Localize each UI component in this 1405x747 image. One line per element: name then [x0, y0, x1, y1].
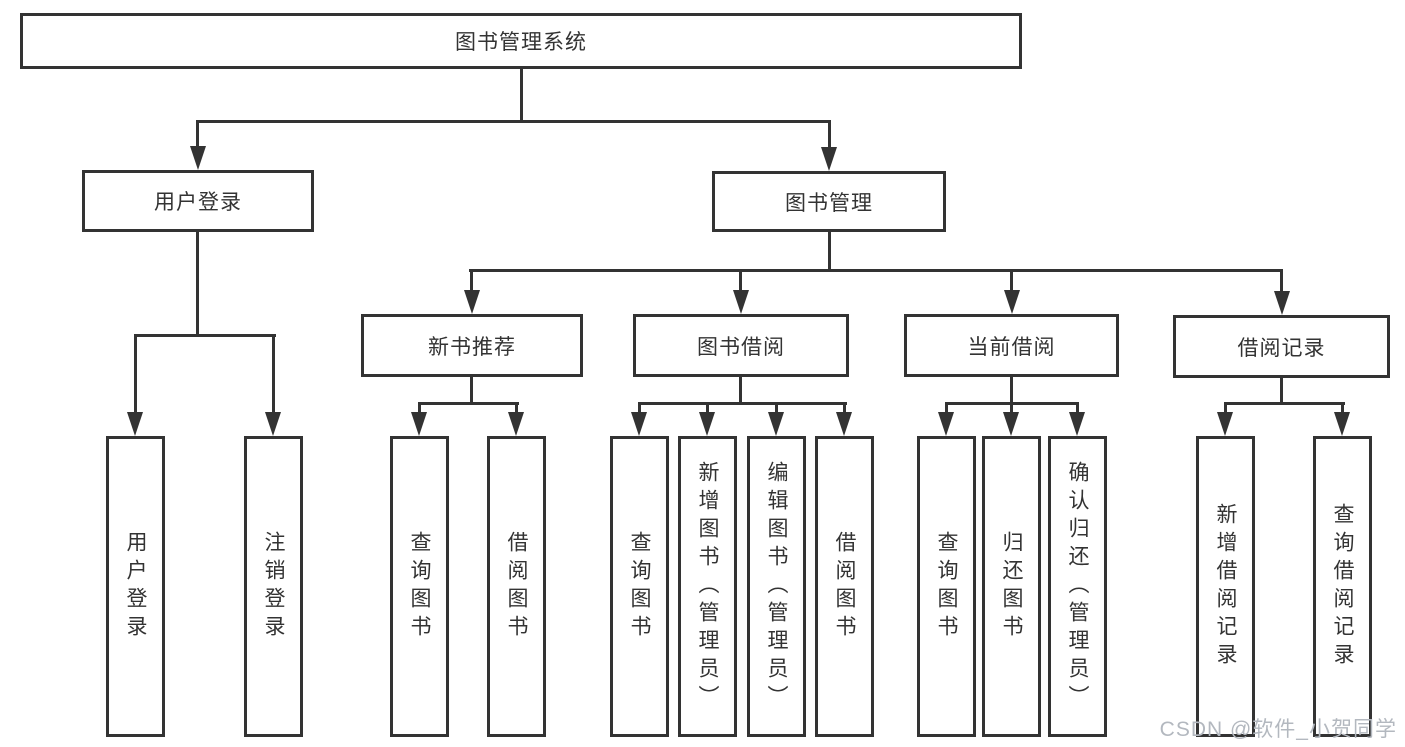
leaf-query-books-3: 查询图书: [917, 436, 976, 737]
connector-line: [272, 334, 275, 412]
connector-line: [1341, 402, 1344, 416]
leaf-label: 用户登录: [124, 530, 147, 643]
connector-line: [134, 334, 276, 337]
leaf-edit-book-admin: 编辑图书（管理员）: [747, 436, 806, 737]
arrowhead-icon: [1003, 412, 1019, 436]
arrowhead-icon: [1004, 290, 1020, 314]
arrowhead-icon: [699, 412, 715, 436]
leaf-label: 新增借阅记录: [1214, 502, 1237, 671]
connector-line: [739, 377, 742, 405]
arrowhead-icon: [127, 412, 143, 436]
arrowhead-icon: [631, 412, 647, 436]
connector-line: [1224, 402, 1227, 416]
leaf-label: 注销登录: [262, 530, 285, 643]
node-user-login: 用户登录: [82, 170, 314, 232]
connector-line: [638, 402, 641, 416]
node-book-management: 图书管理: [712, 171, 946, 232]
connector-line: [638, 402, 847, 405]
arrowhead-icon: [733, 290, 749, 314]
leaf-label: 查询图书: [408, 530, 431, 643]
connector-line: [706, 402, 709, 416]
connector-line: [469, 269, 1283, 272]
arrowhead-icon: [190, 146, 206, 170]
leaf-label: 新增图书（管理员）: [696, 460, 719, 713]
connector-line: [739, 269, 742, 292]
connector-line: [945, 402, 948, 416]
node-root: 图书管理系统: [20, 13, 1022, 69]
connector-line: [470, 269, 473, 292]
connector-line: [1224, 402, 1345, 405]
connector-line: [775, 402, 778, 416]
node-new-book-recommend: 新书推荐: [361, 314, 583, 377]
arrowhead-icon: [836, 412, 852, 436]
leaf-label: 借阅图书: [505, 530, 528, 643]
arrowhead-icon: [464, 290, 480, 314]
connector-line: [196, 232, 199, 337]
leaf-label: 查询借阅记录: [1331, 502, 1354, 671]
leaf-label: 查询图书: [628, 530, 651, 643]
connector-line: [134, 334, 137, 412]
connector-line: [828, 232, 831, 272]
connector-line: [1280, 378, 1283, 405]
connector-line: [515, 402, 518, 416]
node-current-borrowing: 当前借阅: [904, 314, 1119, 377]
connector-line: [1010, 269, 1013, 292]
leaf-user-login: 用户登录: [106, 436, 165, 737]
connector-line: [1076, 402, 1079, 416]
leaf-confirm-return-admin: 确认归还（管理员）: [1048, 436, 1107, 737]
leaf-label: 编辑图书（管理员）: [765, 460, 788, 713]
leaf-borrow-books-1: 借阅图书: [487, 436, 546, 737]
connector-line: [196, 120, 199, 148]
connector-line: [418, 402, 519, 405]
leaf-label: 查询图书: [935, 530, 958, 643]
arrowhead-icon: [821, 147, 837, 171]
node-borrowing-records: 借阅记录: [1173, 315, 1390, 378]
arrowhead-icon: [938, 412, 954, 436]
connector-line: [196, 120, 831, 123]
connector-line: [520, 69, 523, 122]
connector-line: [828, 120, 831, 148]
arrowhead-icon: [1069, 412, 1085, 436]
csdn-watermark: CSDN @软件_小贺同学: [1159, 718, 1397, 741]
arrowhead-icon: [265, 412, 281, 436]
arrowhead-icon: [508, 412, 524, 436]
connector-line: [470, 377, 473, 405]
leaf-label: 归还图书: [1000, 530, 1023, 643]
arrowhead-icon: [1334, 412, 1350, 436]
leaf-add-book-admin: 新增图书（管理员）: [678, 436, 737, 737]
leaf-add-borrow-record: 新增借阅记录: [1196, 436, 1255, 737]
leaf-label: 确认归还（管理员）: [1066, 460, 1089, 713]
leaf-return-books: 归还图书: [982, 436, 1041, 737]
arrowhead-icon: [768, 412, 784, 436]
leaf-query-borrow-record: 查询借阅记录: [1313, 436, 1372, 737]
leaf-label: 借阅图书: [833, 530, 856, 643]
leaf-query-books-2: 查询图书: [610, 436, 669, 737]
connector-line: [1010, 402, 1013, 416]
arrowhead-icon: [1274, 291, 1290, 315]
leaf-logout: 注销登录: [244, 436, 303, 737]
connector-line: [1280, 269, 1283, 292]
connector-line: [418, 402, 421, 416]
connector-line: [843, 402, 846, 416]
arrowhead-icon: [1217, 412, 1233, 436]
leaf-query-books-1: 查询图书: [390, 436, 449, 737]
leaf-borrow-books-2: 借阅图书: [815, 436, 874, 737]
connector-line: [1010, 377, 1013, 405]
node-book-borrowing: 图书借阅: [633, 314, 849, 377]
arrowhead-icon: [411, 412, 427, 436]
